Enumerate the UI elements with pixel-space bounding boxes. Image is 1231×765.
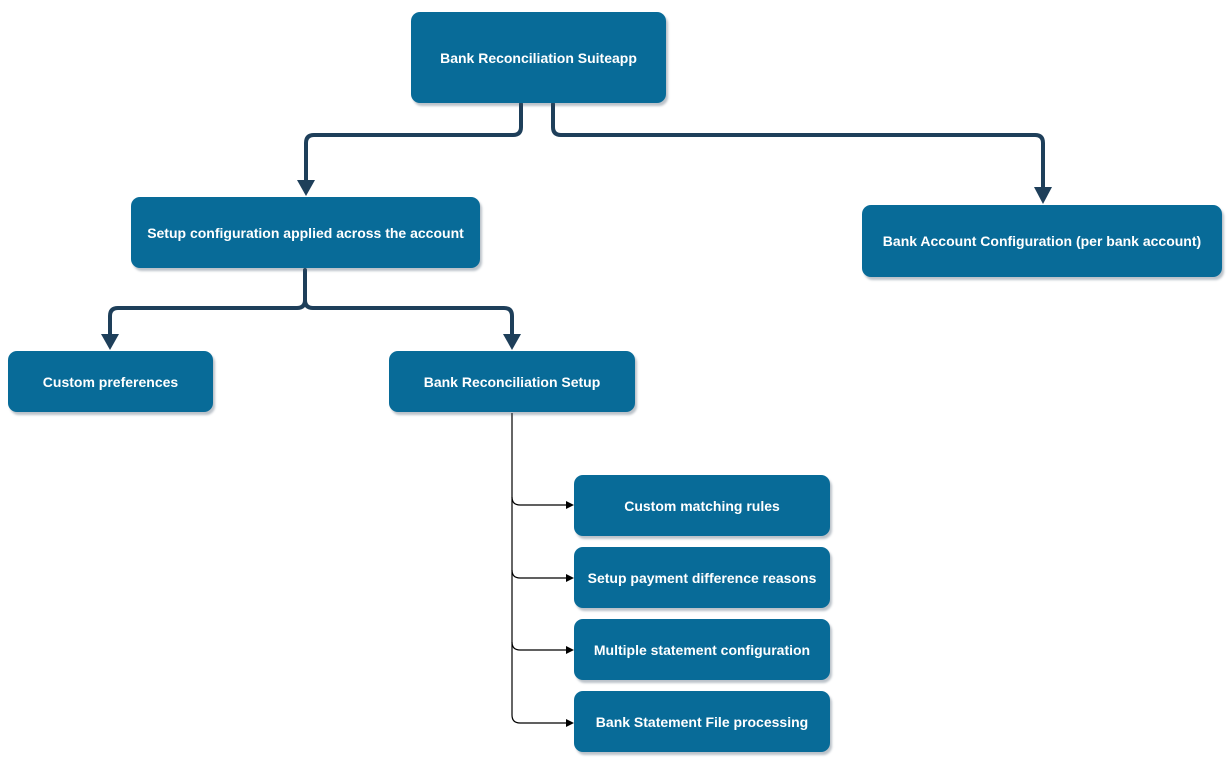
connector-setup-config-to-custom-preferences [108,268,307,337]
node-root: Bank Reconciliation Suiteapp [411,12,666,103]
arrowhead-multiple-statement-config [566,646,574,654]
arrowhead-custom-preferences [101,334,119,350]
node-custom-preferences: Custom preferences [8,351,213,412]
connector-to-custom-matching-rules [511,496,566,506]
node-payment-difference-reasons-label: Setup payment difference reasons [587,569,817,586]
arrowhead-bank-account-config [1034,187,1052,204]
node-bank-account-config-label: Bank Account Configuration (per bank acc… [882,233,1202,249]
arrowhead-bank-rec-setup [503,334,521,350]
connector-to-payment-difference-reasons [511,569,566,579]
node-custom-matching-rules: Custom matching rules [574,475,830,536]
node-bank-rec-setup-label: Bank Reconciliation Setup [423,373,601,390]
connector-root-to-setup-config [304,102,523,182]
node-bank-rec-setup: Bank Reconciliation Setup [389,351,635,412]
connector-root-to-bank-account-config [551,102,1045,190]
node-bank-statement-file-processing-label: Bank Statement File processing [595,713,809,730]
node-payment-difference-reasons: Setup payment difference reasons [574,547,830,608]
node-root-label: Bank Reconciliation Suiteapp [440,49,637,66]
arrowhead-setup-config [297,180,315,196]
arrowhead-payment-difference-reasons [566,574,574,582]
connector-to-multiple-statement-config [511,641,566,651]
connector-setup-config-to-bank-rec-setup [303,298,514,337]
arrowhead-bank-statement-file-processing [566,719,574,727]
node-multiple-statement-config-label: Multiple statement configuration [593,641,811,658]
node-multiple-statement-config: Multiple statement configuration [574,619,830,680]
node-setup-config: Setup configuration applied across the a… [131,197,480,268]
node-custom-matching-rules-label: Custom matching rules [624,497,780,514]
node-bank-account-config: Bank Account Configuration (per bank acc… [862,205,1222,277]
arrowhead-custom-matching-rules [566,501,574,509]
connector-bank-rec-setup-trunk [511,413,566,724]
node-bank-statement-file-processing: Bank Statement File processing [574,691,830,752]
node-custom-preferences-label: Custom preferences [42,373,179,390]
node-setup-config-label: Setup configuration applied across the a… [147,224,464,241]
